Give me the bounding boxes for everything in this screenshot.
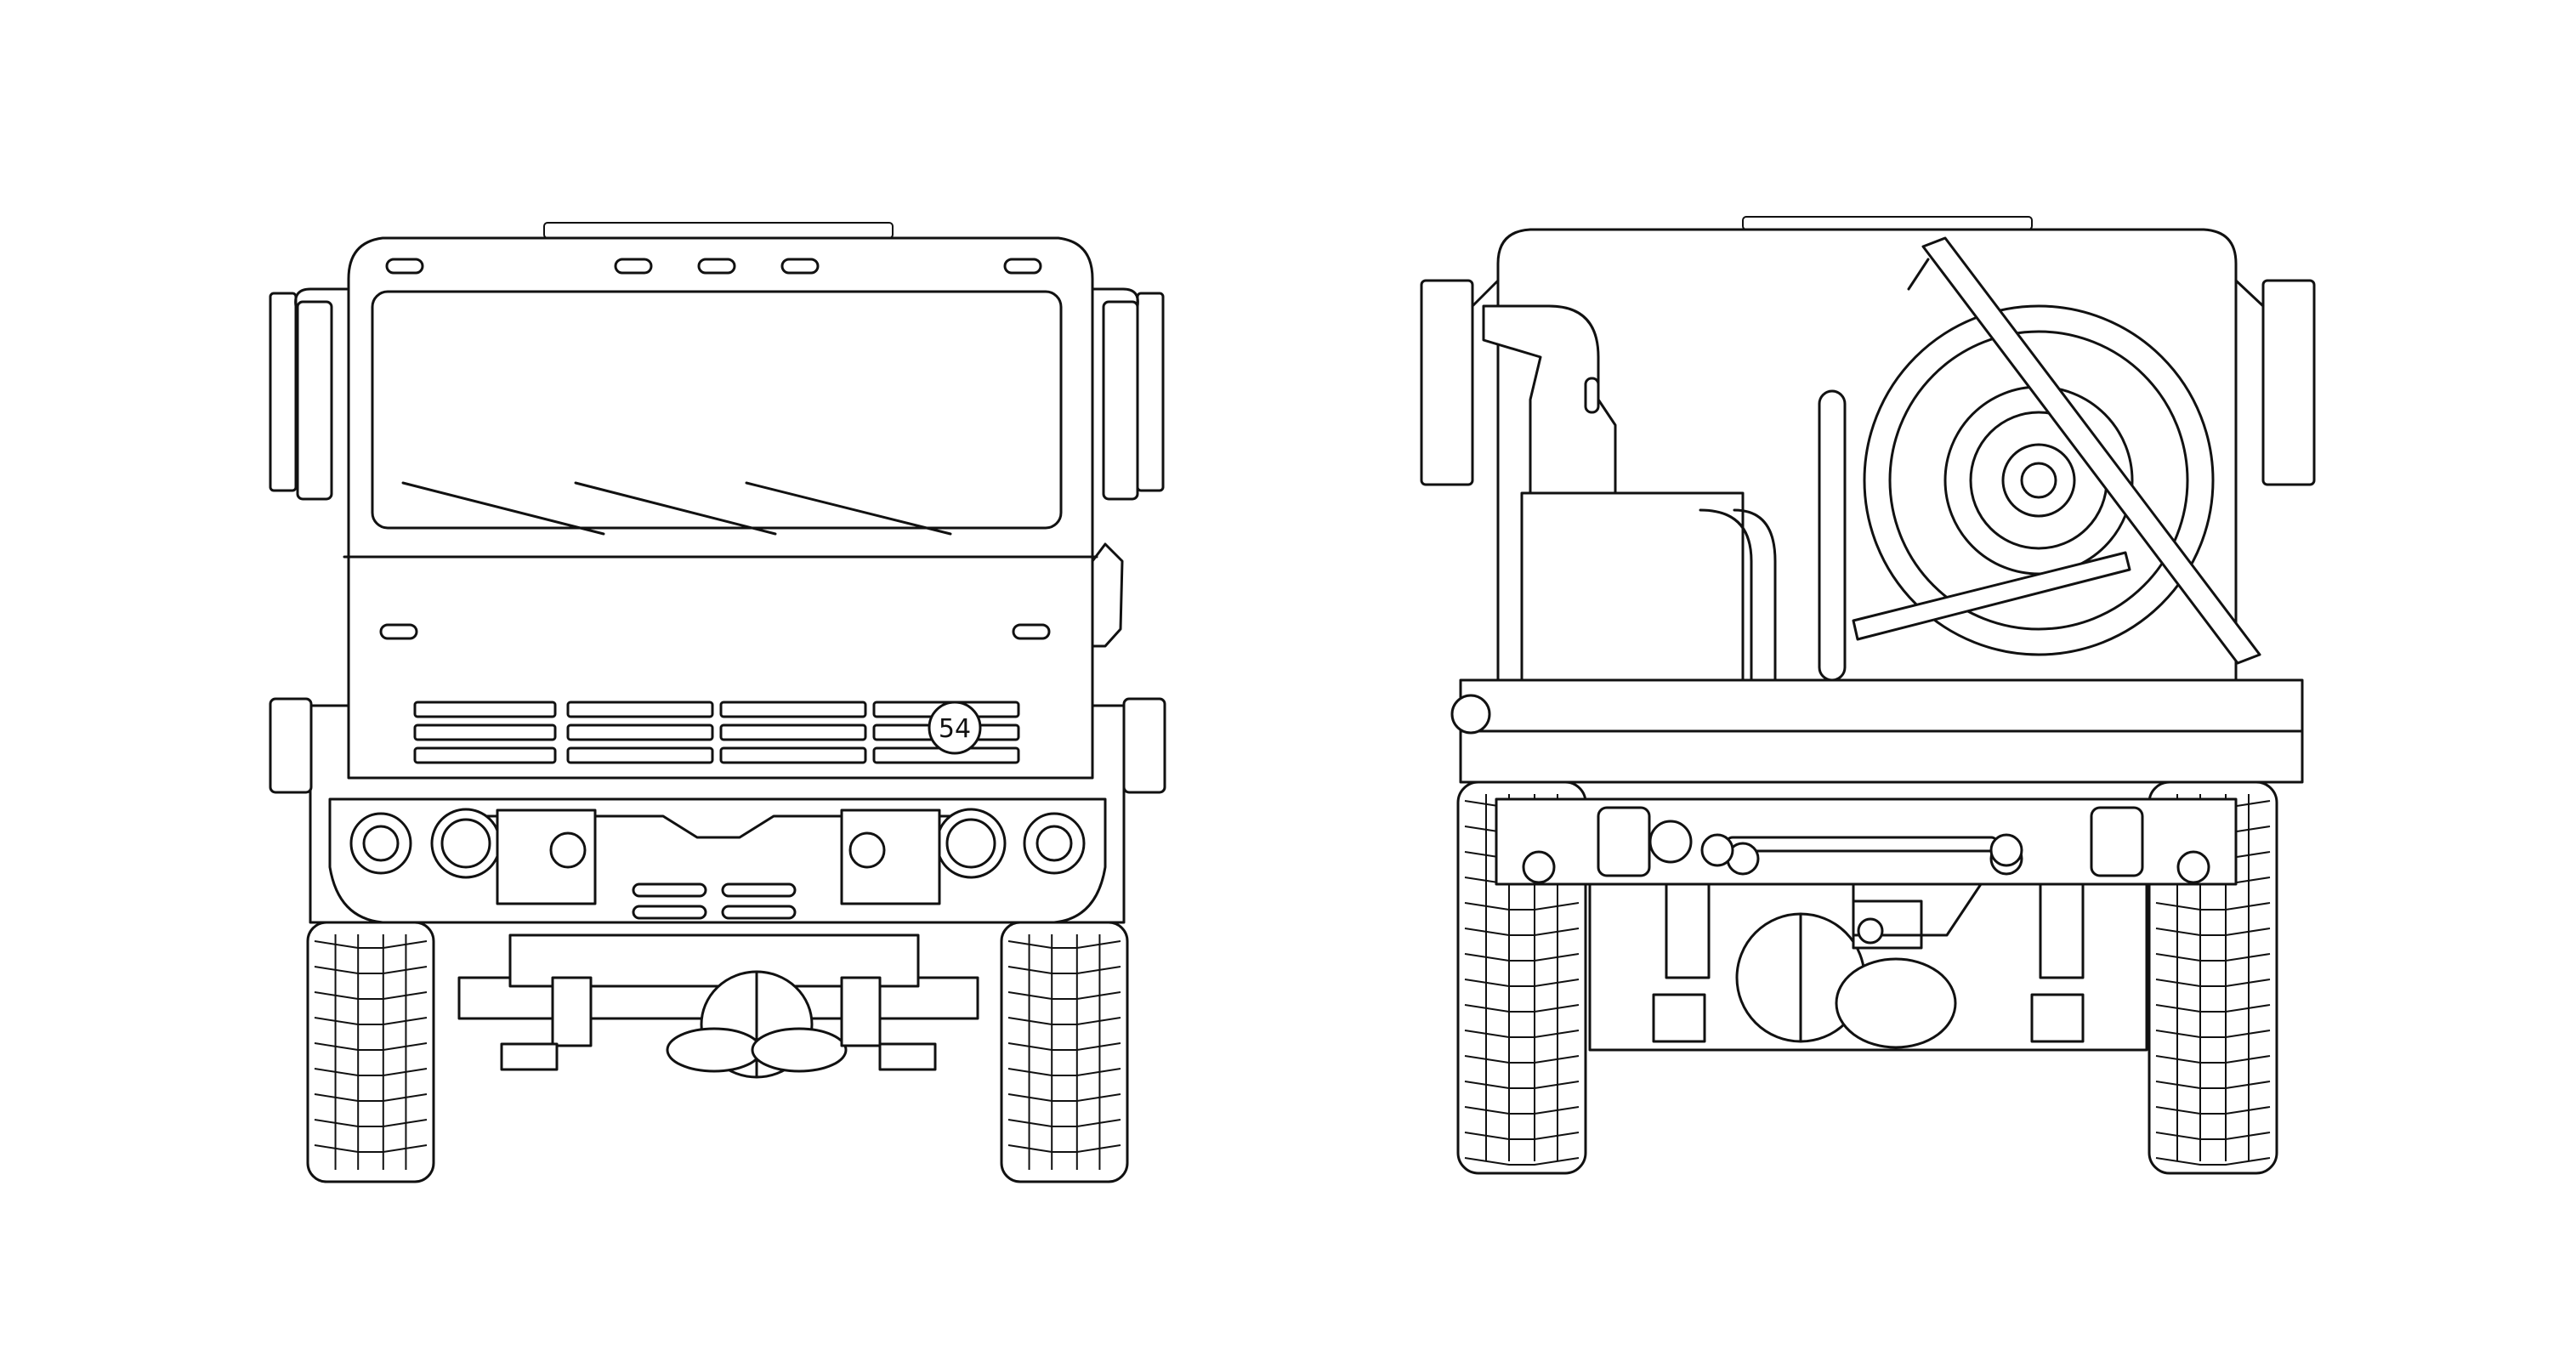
front-right-tire	[1000, 921, 1129, 1183]
rear-left-mirror	[1420, 279, 1500, 486]
rear-light-bar	[1495, 797, 2238, 886]
front-windshield	[371, 290, 1063, 530]
front-right-mirror	[1091, 287, 1165, 501]
rear-deck	[1459, 678, 2304, 733]
front-number-badge: 54	[928, 701, 982, 755]
front-roof-marker-lights	[379, 258, 1051, 640]
front-bumper-slots	[632, 882, 797, 920]
rear-spare-carrier	[1852, 236, 2261, 665]
rear-spare-tire	[1863, 304, 2215, 656]
front-left-tire	[306, 921, 435, 1183]
front-plate-number: 54	[939, 714, 971, 744]
front-lamps	[349, 808, 1086, 879]
front-tow-hooks	[496, 808, 941, 905]
front-wipers	[401, 481, 952, 536]
rear-shackles	[1700, 833, 2023, 867]
front-left-mirror	[269, 287, 349, 501]
front-view: 54	[269, 222, 1166, 1183]
rear-view	[1420, 216, 2316, 1175]
front-undercarriage	[457, 933, 979, 1079]
rear-air-intake	[1482, 304, 1847, 682]
rear-right-mirror	[2234, 279, 2316, 486]
rear-differential	[1652, 882, 2085, 1049]
